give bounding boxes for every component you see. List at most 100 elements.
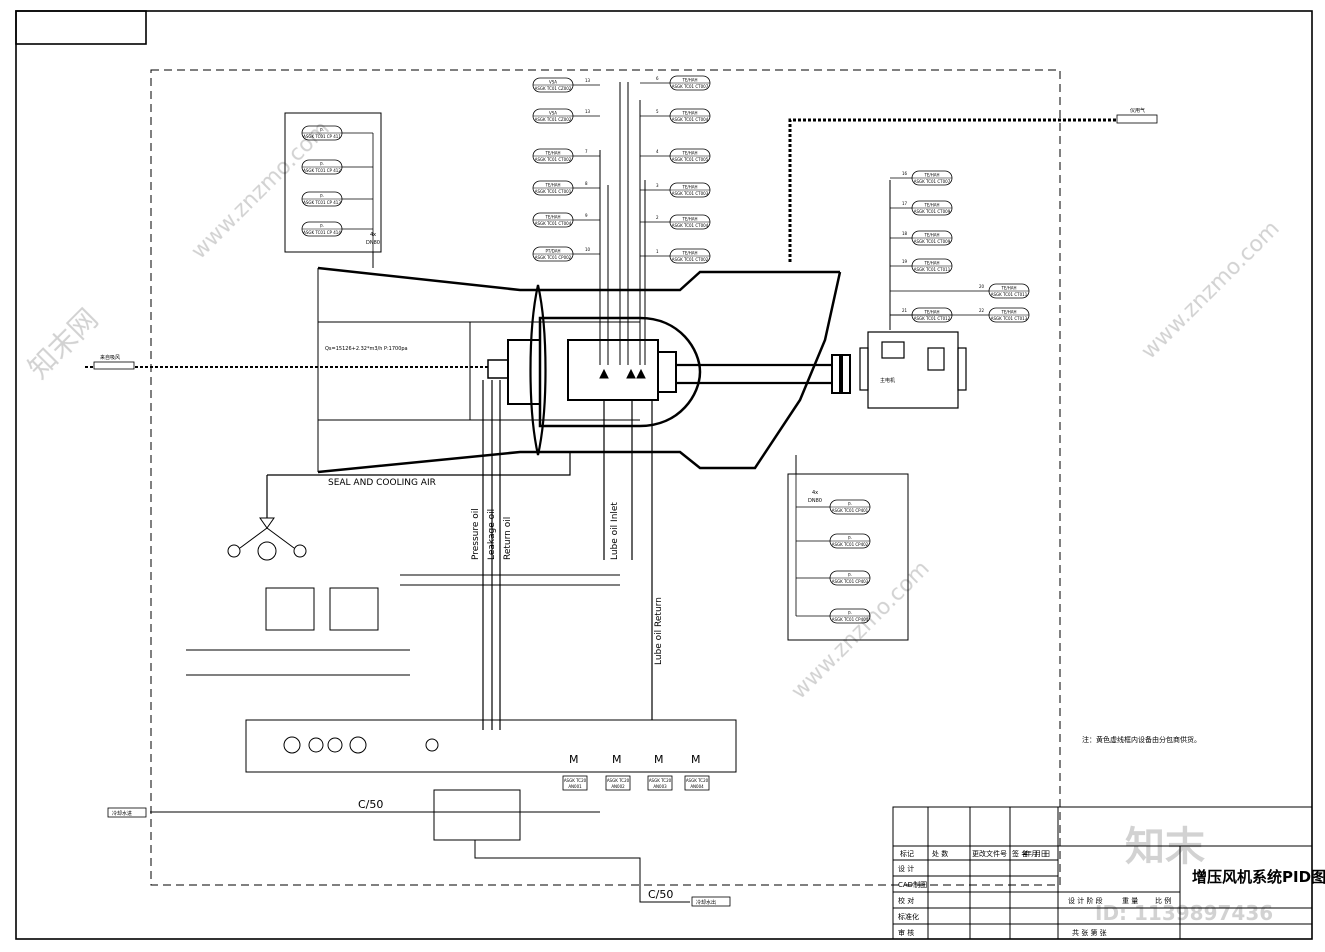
tag-topright-num-3: 3	[656, 183, 659, 188]
tag-boxleft-0-name: P-	[320, 128, 324, 133]
tag-boxleft-2-name: P-	[320, 194, 324, 199]
title-block-header: 标记处 数更改文件号签 名年 月 日	[900, 849, 1050, 858]
tag-motor-num-6: 22	[979, 308, 985, 313]
tag-boxleft-3-code: ASGK TC01 CP 414	[303, 230, 341, 235]
tag-boxleft-0-code: ASGK TC01 CP 411	[303, 134, 341, 139]
tag-boxleft-1-code: ASGK TC01 CP 412	[303, 168, 341, 173]
tag-topright-4-code: ASGK TC01 CT004	[672, 223, 709, 228]
tag-motor-6-code: ASGK TC01 CT013	[991, 316, 1028, 321]
tag-boxleft-3: P-ASGK TC01 CP 414	[301, 221, 343, 237]
title-block	[892, 806, 1313, 940]
tag-boxright-2-name: P-	[848, 573, 852, 578]
tag-top-1-code: ASGK TC01 CZ002	[535, 117, 572, 122]
main-motor	[859, 331, 967, 409]
tag-boxright-1-name: P-	[848, 536, 852, 541]
tag-motor-5-code: ASGK TC01 CT012	[914, 316, 951, 321]
tag-boxright-3-code: ASGK TC01 CP404	[832, 617, 869, 622]
tag-top-num-2: 7	[585, 149, 588, 154]
tag-topright-num-4: 2	[656, 215, 659, 220]
scope-note: 注：黄色虚线框内设备由分包商供货。	[1082, 735, 1201, 744]
tb-header-0: 标记	[900, 849, 914, 858]
tag-top-1-name: VSA	[549, 111, 557, 116]
tag-motor-4-code: ASGK TC01 CT011	[991, 292, 1028, 297]
label-lube-inlet: Lube oil Inlet	[610, 502, 620, 560]
tag-topright-num-2: 4	[656, 149, 659, 154]
instrument-air-label: 仪用气	[1130, 107, 1145, 114]
tag-motor-3-code: ASGK TC01 CT011	[914, 267, 951, 272]
tb-header-2: 更改文件号	[972, 849, 1007, 858]
motor-label: 主电机	[880, 377, 895, 384]
signal-lines-top	[599, 82, 891, 365]
watermark-site-2: www.znzmo.com	[1137, 216, 1285, 364]
drawing-title: 增压风机系统PID图	[1192, 868, 1325, 886]
tag-boxleft-2: P-ASGK TC01 CP 413	[301, 191, 343, 207]
motor-symbol-3: M	[691, 753, 701, 766]
tag-motor-0-name: TE/HAH	[923, 173, 939, 178]
tag-boxright-1-code: ASGK TC01 CP402	[832, 542, 869, 547]
dn80-bot-b: DN80	[808, 498, 822, 504]
oil-lines	[266, 380, 653, 730]
label-seal-air: SEAL AND COOLING AIR	[328, 478, 436, 488]
tag-top-3-name: TE/HAH	[544, 183, 560, 188]
tb-row-3: 标准化	[898, 912, 919, 921]
tag-topright-0-code: ASGK TC01 CT007	[672, 84, 709, 89]
watermark-logo: 知末	[1125, 824, 1205, 870]
tb-row-1: CAD制图	[898, 880, 927, 889]
tag-boxright-2-code: ASGK TC01 CP403	[832, 579, 869, 584]
motor-symbol-1: M	[612, 753, 622, 766]
tag-motor-2-code: ASGK TC01 CT009	[914, 239, 951, 244]
motor-symbol-0: M	[569, 753, 579, 766]
tag-motor-1-code: ASGK TC01 CT009	[914, 209, 951, 214]
tag-topright-2-code: ASGK TC01 CT005	[672, 157, 709, 162]
tag-top-0-name: VSA	[549, 80, 557, 85]
cw-in-label: 冷却水进	[112, 810, 132, 817]
cw-in-box	[107, 807, 147, 818]
sheet-frame	[15, 10, 1313, 940]
flow-spec: Qs=15126+2.32*m3/h P:1700pa	[325, 346, 408, 352]
tag-top-num-1: 13	[585, 109, 591, 114]
tag-boxright-1: P-ASGK TC01 CP402	[829, 533, 871, 549]
tag-top-num-5: 10	[585, 247, 591, 252]
tag-topright-5-code: ASGK TC01 CT002	[672, 257, 709, 262]
tag-top-num-3: 8	[585, 181, 588, 186]
watermark-site: www.znzmo.com	[187, 116, 335, 264]
tag-boxright-3-name: P-	[848, 611, 852, 616]
tag-boxleft-1-name: P-	[320, 162, 324, 167]
tag-topright-0-name: TE/HAH	[681, 78, 697, 83]
tag-top-3-code: ASGK TC01 CT001	[535, 189, 572, 194]
tag-topright-num-1: 5	[656, 109, 659, 114]
tag-topright-num-0: 6	[656, 76, 659, 81]
motor-tag-2: ASGK TC20	[649, 778, 672, 783]
watermark-brand: 知末网	[22, 302, 105, 385]
tb-scale: 比 例	[1155, 896, 1171, 905]
tag-top-0-code: ASGK TC01 CZ002	[535, 86, 572, 91]
motor-tag-3: ASGK TC20	[686, 778, 709, 783]
motor-code-3: AN004	[690, 784, 704, 789]
inlet-label: 来自吸风	[100, 354, 120, 361]
tb-row-2: 校 对	[898, 896, 914, 905]
label-leakage-oil: Leakage oil	[487, 509, 497, 560]
tb-row-4: 审 核	[898, 928, 914, 937]
tag-topright-5-name: TE/HAH	[681, 251, 697, 256]
tag-boxleft-2-code: ASGK TC01 CP 413	[303, 200, 341, 205]
tb-row-0: 设 计	[898, 864, 914, 873]
inlet-tag-box	[93, 361, 135, 370]
tag-motor-2-name: TE/HAH	[923, 233, 939, 238]
motor-code-0: AN001	[568, 784, 582, 789]
tb-date: 年 月 日	[1022, 849, 1047, 858]
pressure-tap-box-left	[284, 112, 382, 253]
